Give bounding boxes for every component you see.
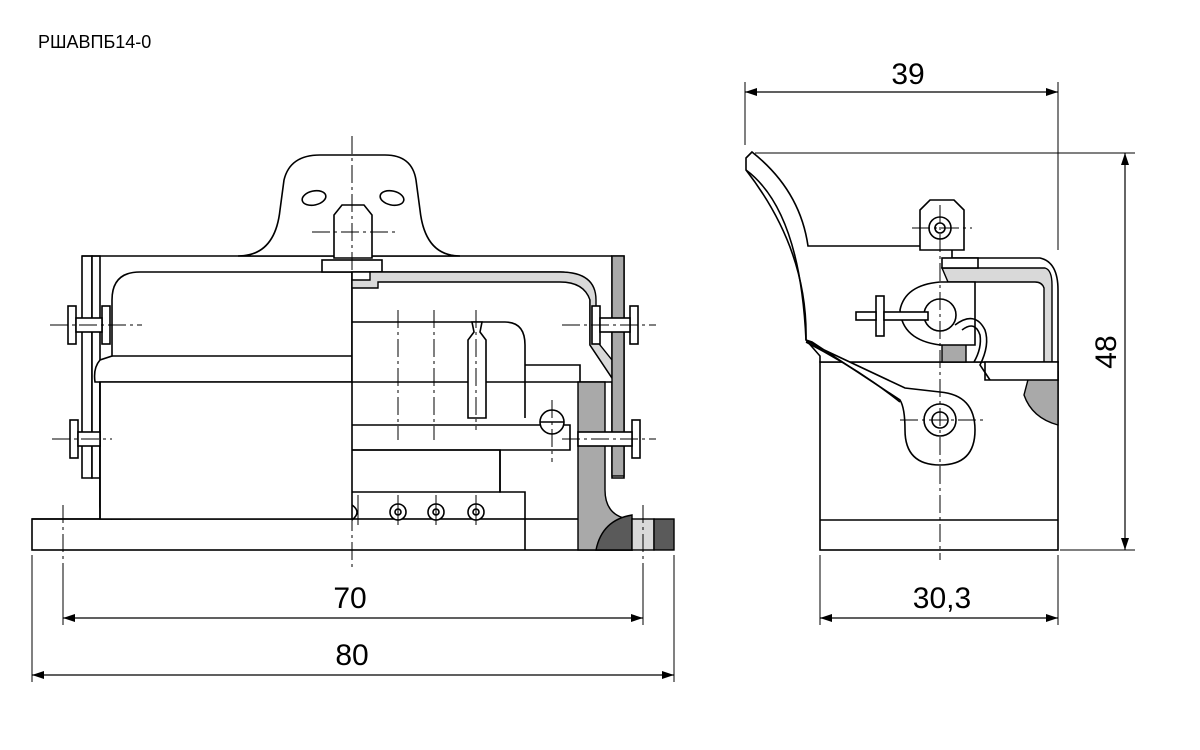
front-view: 70 80 — [31, 136, 675, 682]
drawing-title: РШАВПБ14-0 — [38, 32, 151, 52]
lug-hole-right — [379, 189, 405, 207]
side-housing — [745, 150, 1059, 363]
cover-body — [93, 271, 353, 383]
dim-30-3: 30,3 — [913, 582, 971, 615]
side-view: 39 48 30,3 — [744, 58, 1135, 625]
side-screw-upper-right — [562, 305, 656, 345]
top-screw — [312, 204, 395, 273]
dim-39: 39 — [891, 58, 924, 91]
lug-hole-left — [301, 189, 327, 207]
side-screw-upper-left — [50, 305, 142, 345]
base-plate — [31, 518, 633, 551]
dim-70: 70 — [333, 582, 366, 615]
front-dimensions — [31, 555, 675, 682]
side-top-screw — [912, 199, 972, 251]
side-screw-lower-right — [562, 419, 656, 459]
dim-48: 48 — [1090, 335, 1123, 368]
side-adjust-screw — [855, 295, 929, 337]
dim-80: 80 — [335, 639, 368, 672]
terminal-row — [351, 495, 485, 525]
front-cutaway — [351, 255, 675, 551]
side-screw-lower-left — [52, 419, 112, 459]
side-dimensions — [744, 82, 1135, 625]
